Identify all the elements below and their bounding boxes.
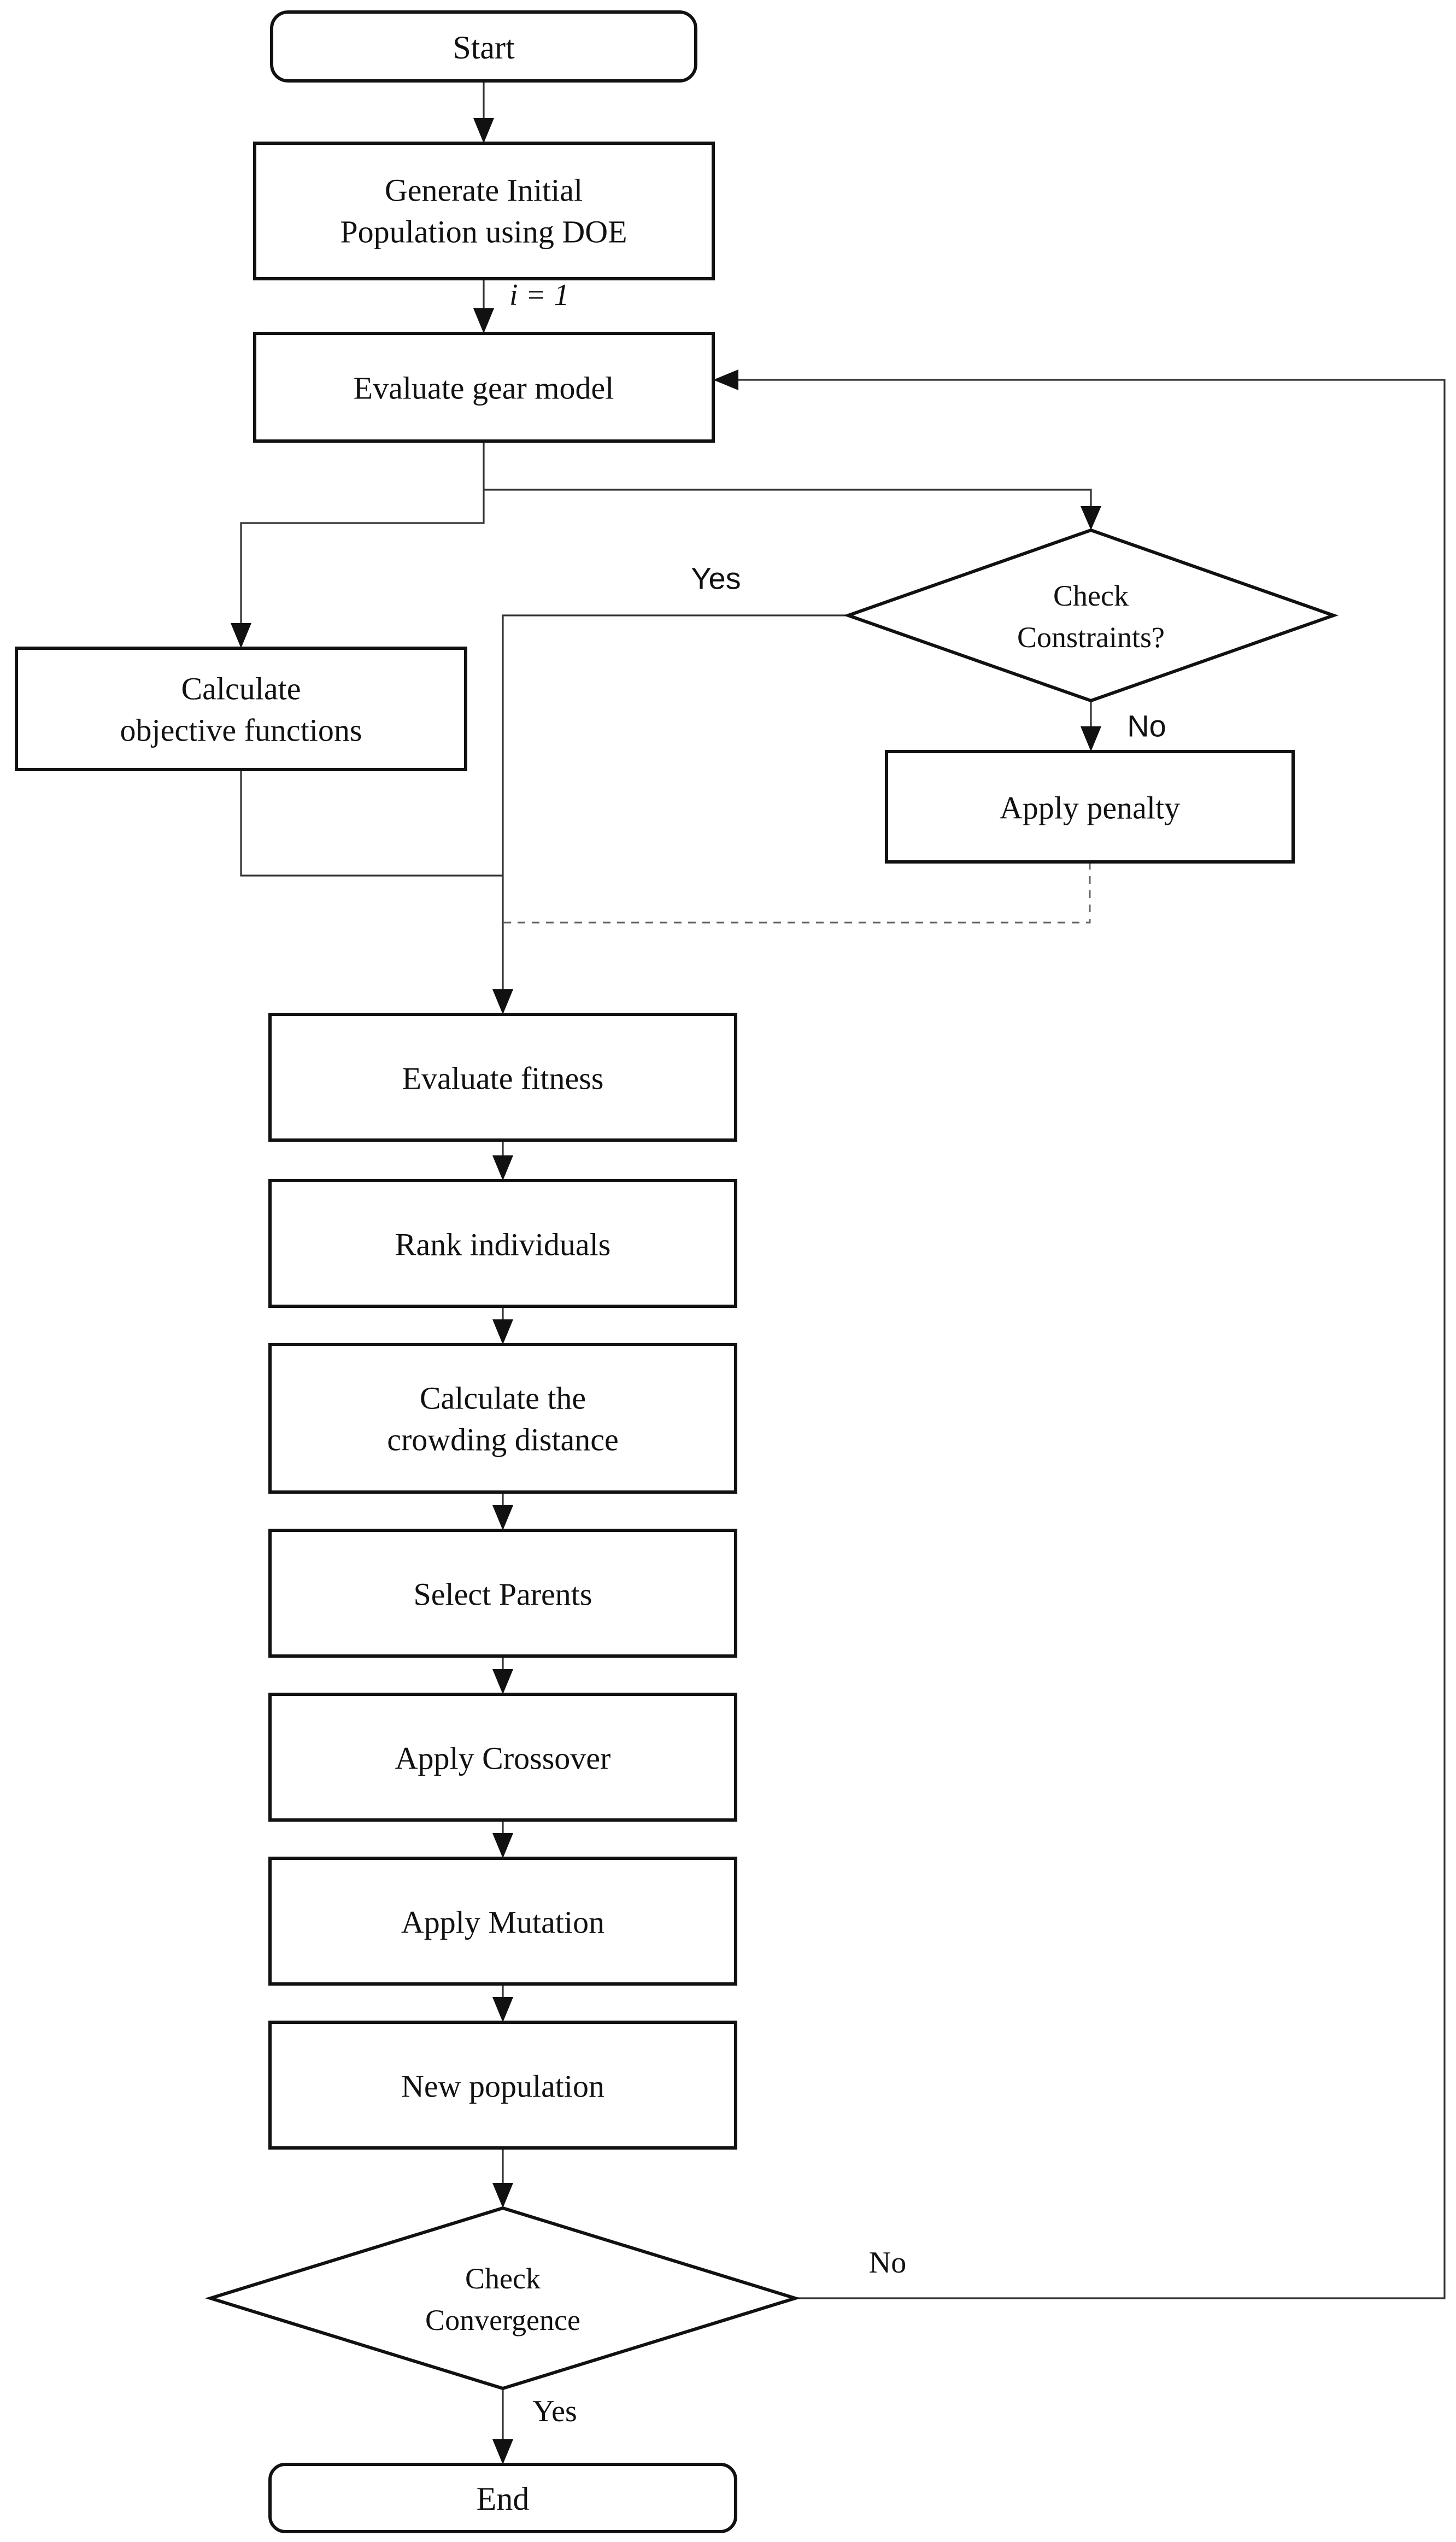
edge-calc-join bbox=[240, 770, 503, 877]
node-end: End bbox=[268, 2463, 737, 2533]
arrowhead-down-icon bbox=[231, 623, 251, 648]
node-crowding-distance: Calculate the crowding distance bbox=[268, 1343, 737, 1494]
node-evaluate-gear-model: Evaluate gear model bbox=[253, 332, 715, 443]
node-crowding-label-line1: Calculate the bbox=[420, 1381, 586, 1416]
node-new-population-label: New population bbox=[401, 2069, 604, 2104]
node-rank-individuals-label: Rank individuals bbox=[395, 1227, 611, 1263]
arrowhead-down-icon bbox=[492, 1833, 513, 1858]
arrowhead-down-icon bbox=[492, 1669, 513, 1694]
connectors: i = 1 Yes No bbox=[231, 81, 1446, 2464]
node-select-parents: Select Parents bbox=[268, 1529, 737, 1658]
node-evaluate-fitness: Evaluate fitness bbox=[268, 1013, 737, 1142]
node-generate-label-line1: Generate Initial bbox=[385, 173, 583, 208]
node-check-convergence-label-line1: Check bbox=[465, 2262, 541, 2295]
edge-evalfit-rank bbox=[492, 1140, 513, 1181]
node-start: Start bbox=[270, 10, 697, 83]
node-end-label: End bbox=[477, 2481, 530, 2517]
arrowhead-down-icon bbox=[492, 989, 513, 1014]
node-calc-objectives-label-line2: objective functions bbox=[120, 713, 362, 748]
edge-convergence-yes: Yes bbox=[492, 2388, 577, 2464]
arrowhead-left-icon bbox=[713, 369, 738, 390]
arrowhead-down-icon bbox=[492, 1505, 513, 1530]
node-check-constraints-decision: Check Constraints? bbox=[843, 528, 1339, 703]
node-apply-crossover: Apply Crossover bbox=[268, 1693, 737, 1822]
node-calculate-objective-functions: Calculate objective functions bbox=[15, 647, 467, 771]
arrowhead-down-icon bbox=[492, 2183, 513, 2208]
edge-mutation-newpop bbox=[492, 1984, 513, 2022]
node-crowding-label-line2: crowding distance bbox=[387, 1422, 619, 1458]
arrowhead-down-icon bbox=[473, 118, 494, 143]
node-check-convergence-label-line2: Convergence bbox=[425, 2304, 580, 2336]
arrowhead-down-icon bbox=[492, 1997, 513, 2022]
edge-crossover-mutation bbox=[492, 1820, 513, 1858]
node-apply-crossover-label: Apply Crossover bbox=[395, 1741, 611, 1776]
node-rank-individuals: Rank individuals bbox=[268, 1179, 737, 1308]
edge-label-iteration-init: i = 1 bbox=[509, 278, 569, 312]
edge-label-constraints-no: No bbox=[1127, 709, 1166, 743]
edge-rank-crowding bbox=[492, 1306, 513, 1345]
edge-select-crossover bbox=[492, 1656, 513, 1694]
node-check-constraints-label-line2: Constraints? bbox=[1017, 621, 1165, 654]
node-check-constraints-label-line1: Check bbox=[1053, 579, 1129, 612]
node-calc-objectives-label-line1: Calculate bbox=[181, 671, 301, 707]
node-evaluate-fitness-label: Evaluate fitness bbox=[402, 1061, 604, 1096]
edge-penalty-dashed bbox=[503, 862, 1091, 924]
edge-evalgear-constraints bbox=[483, 441, 1101, 530]
arrowhead-down-icon bbox=[1081, 726, 1101, 752]
node-generate-population: Generate Initial Population using DOE bbox=[253, 142, 715, 280]
edge-generate-evalgear: i = 1 bbox=[473, 278, 569, 333]
arrowhead-down-icon bbox=[473, 308, 494, 333]
node-select-parents-label: Select Parents bbox=[414, 1577, 592, 1612]
node-apply-mutation: Apply Mutation bbox=[268, 1857, 737, 1986]
node-apply-mutation-label: Apply Mutation bbox=[401, 1905, 604, 1940]
node-start-label: Start bbox=[453, 30, 515, 66]
node-generate-label-line2: Population using DOE bbox=[340, 214, 627, 250]
node-apply-penalty: Apply penalty bbox=[885, 750, 1295, 864]
edge-constraints-no: No bbox=[1081, 701, 1166, 752]
edge-evalgear-calc bbox=[231, 490, 485, 648]
edge-convergence-no-feedback: No bbox=[713, 369, 1446, 2299]
arrowhead-down-icon bbox=[492, 1155, 513, 1181]
node-new-population: New population bbox=[268, 2021, 737, 2150]
edge-newpop-convergence bbox=[492, 2148, 513, 2208]
node-evaluate-gear-label: Evaluate gear model bbox=[354, 371, 614, 406]
arrowhead-down-icon bbox=[1081, 506, 1101, 530]
node-check-convergence-decision: Check Convergence bbox=[204, 2206, 801, 2391]
edge-label-convergence-yes: Yes bbox=[532, 2394, 577, 2428]
edge-crowding-select bbox=[492, 1492, 513, 1530]
edge-label-constraints-yes: Yes bbox=[691, 561, 741, 596]
arrowhead-down-icon bbox=[492, 2439, 513, 2464]
node-apply-penalty-label: Apply penalty bbox=[1000, 790, 1180, 826]
arrowhead-down-icon bbox=[492, 1319, 513, 1345]
edge-start-generate bbox=[473, 81, 494, 143]
edge-constraints-yes: Yes bbox=[492, 561, 848, 1014]
edge-label-convergence-no: No bbox=[869, 2246, 906, 2280]
